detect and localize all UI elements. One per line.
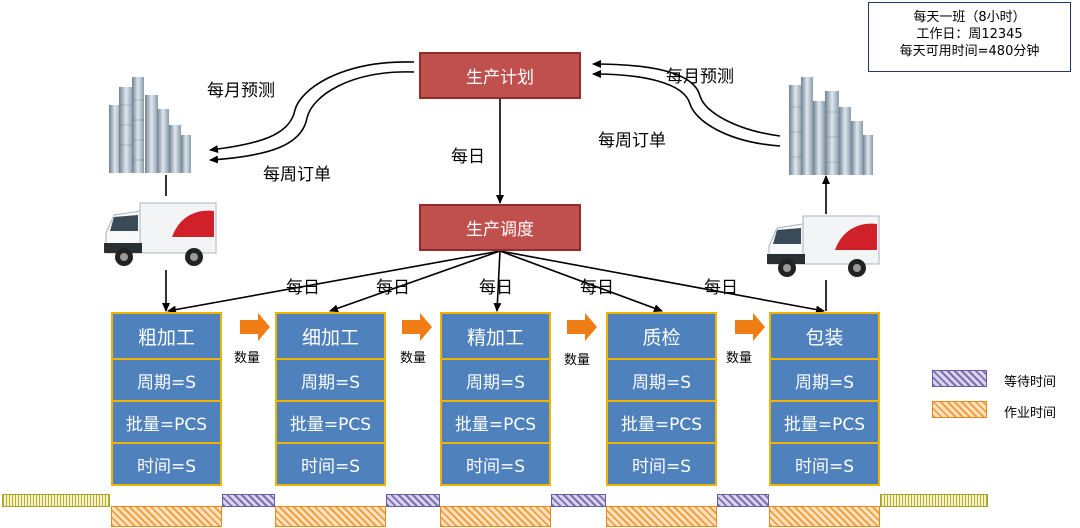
legend-work-swatch (932, 401, 987, 418)
station-time: 时间=S (794, 456, 855, 477)
daily-label-4: 每日 (580, 278, 614, 298)
production-schedule-box: 生产调度 (419, 204, 581, 251)
shift-info-box: 每天一班（8小时） 工作日：周12345 每天可用时间=480分钟 (868, 2, 1071, 72)
station-batch: 批量=PCS (783, 414, 866, 435)
push-arrows (240, 313, 765, 341)
schedule-to-station-4 (499, 250, 663, 312)
station-time: 时间=S (300, 456, 361, 477)
timeline-right-edge-bar (880, 494, 988, 507)
supplier-buildings-icon (789, 77, 873, 175)
quantity-label-1: 数量 (234, 351, 261, 366)
quantity-label-2: 数量 (400, 351, 427, 366)
station-batch: 批量=PCS (289, 414, 372, 435)
station-batch: 批量=PCS (454, 414, 537, 435)
station-name: 粗加工 (137, 326, 195, 349)
production-plan-box: 生产计划 (419, 52, 581, 99)
push-arrow-2 (402, 313, 432, 341)
station-name: 质检 (642, 326, 681, 349)
station-time: 时间=S (136, 456, 197, 477)
timeline-wait-bar-4 (717, 494, 769, 507)
daily-label-3: 每日 (479, 278, 513, 298)
weekly-order-left-line (209, 71, 415, 164)
schedule-to-station-3 (493, 250, 502, 312)
schedule-to-station-2 (329, 250, 501, 313)
station-name: 精加工 (466, 326, 524, 349)
legend-wait-label: 等待时间 (1004, 375, 1057, 390)
timeline-wait-bar-1 (222, 494, 275, 507)
timeline-wait-bar-2 (386, 494, 440, 507)
shift-info-line-1: 每天一班（8小时） (913, 10, 1026, 25)
weekly-order-right-line (592, 70, 781, 147)
shift-info-line-3: 每天可用时间=480分钟 (899, 44, 1040, 59)
monthly-forecast-right-line (592, 60, 781, 137)
legend-wait-swatch (932, 370, 987, 387)
station-precision-machining: 精加工 周期=S 批量=PCS 时间=S (440, 312, 551, 486)
weekly-order-left-label: 每周订单 (263, 165, 331, 185)
weekly-order-right-label: 每周订单 (598, 131, 666, 151)
station-time: 时间=S (631, 456, 692, 477)
quantity-label-4: 数量 (726, 351, 753, 366)
station-rough-machining: 粗加工 周期=S 批量=PCS 时间=S (111, 312, 222, 486)
station-cycle: 周期=S (631, 372, 692, 393)
station-cycle: 周期=S (300, 372, 361, 393)
push-arrow-4 (735, 313, 765, 341)
station-cycle: 周期=S (136, 372, 197, 393)
push-arrow-1 (240, 313, 270, 341)
timeline-work-bar-2 (275, 506, 386, 527)
timeline-work-bar-1 (111, 506, 222, 527)
station-packaging: 包装 周期=S 批量=PCS 时间=S (769, 312, 880, 486)
daily-label-1: 每日 (286, 278, 320, 298)
timeline-work-bar-4 (606, 506, 717, 527)
shift-info-line-2: 工作日：周12345 (916, 27, 1023, 42)
station-name: 细加工 (301, 326, 359, 349)
push-arrow-3 (567, 313, 597, 341)
truck-icon-right (767, 215, 880, 277)
monthly-forecast-right-label: 每月预测 (666, 67, 734, 87)
monthly-forecast-left-line (209, 61, 415, 154)
station-cycle: 周期=S (465, 372, 526, 393)
legend-work-label: 作业时间 (1004, 406, 1057, 421)
monthly-forecast-left-label: 每月预测 (207, 81, 275, 101)
daily-center-label: 每日 (451, 147, 485, 167)
schedule-to-station-1 (167, 250, 501, 314)
station-batch: 批量=PCS (125, 414, 208, 435)
station-fine-machining: 细加工 周期=S 批量=PCS 时间=S (275, 312, 386, 486)
quantity-label-3: 数量 (564, 353, 591, 368)
timeline-wait-bar-3 (551, 494, 606, 507)
daily-label-2: 每日 (376, 278, 410, 298)
station-time: 时间=S (465, 456, 526, 477)
truck-icon (104, 202, 217, 266)
station-batch: 批量=PCS (620, 414, 703, 435)
station-name: 包装 (805, 326, 844, 349)
timeline-work-bar-5 (769, 506, 880, 527)
customer-buildings-icon (109, 77, 191, 173)
timeline-left-edge-bar (2, 494, 110, 507)
station-cycle: 周期=S (794, 372, 855, 393)
timeline-work-bar-3 (440, 506, 551, 527)
daily-label-5: 每日 (704, 278, 738, 298)
station-quality-check: 质检 周期=S 批量=PCS 时间=S (606, 312, 717, 486)
schedule-to-station-5 (499, 250, 825, 314)
